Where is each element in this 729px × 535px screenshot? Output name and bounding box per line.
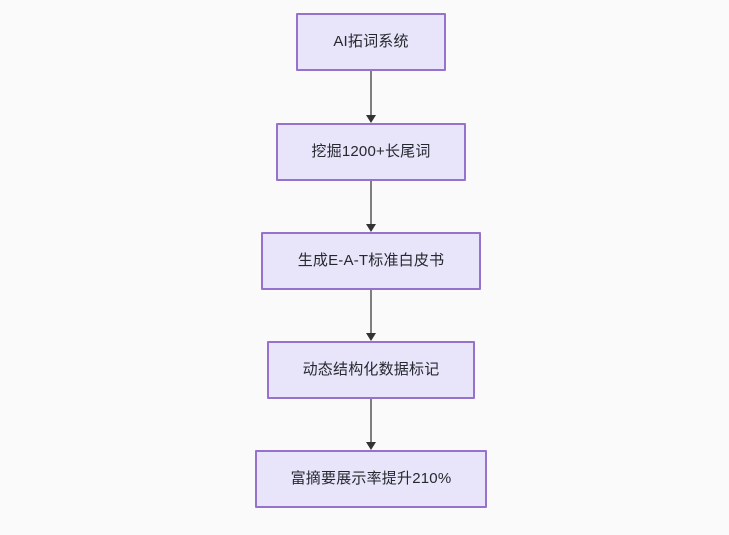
flow-node-mine-longtail-keywords[interactable]: 挖掘1200+长尾词: [276, 123, 466, 181]
arrow-head-icon: [366, 115, 376, 123]
arrow-head-icon: [366, 442, 376, 450]
flow-node-dynamic-structured-data[interactable]: 动态结构化数据标记: [267, 341, 475, 399]
edge-line: [370, 290, 372, 333]
flow-node-label: 生成E-A-T标准白皮书: [297, 252, 445, 269]
flow-node-label: 动态结构化数据标记: [302, 361, 440, 378]
edge-line: [370, 71, 372, 115]
arrow-head-icon: [366, 333, 376, 341]
edge-line: [370, 181, 372, 224]
flow-node-ai-keyword-system[interactable]: AI拓词系统: [296, 13, 446, 71]
flow-node-rich-snippet-uplift[interactable]: 富摘要展示率提升210%: [255, 450, 487, 508]
flow-node-label: 富摘要展示率提升210%: [290, 470, 452, 487]
flow-node-label: AI拓词系统: [333, 33, 409, 50]
flow-node-label: 挖掘1200+长尾词: [311, 143, 431, 160]
edge-line: [370, 399, 372, 442]
arrow-head-icon: [366, 224, 376, 232]
flow-node-generate-eat-whitepaper[interactable]: 生成E-A-T标准白皮书: [261, 232, 481, 290]
